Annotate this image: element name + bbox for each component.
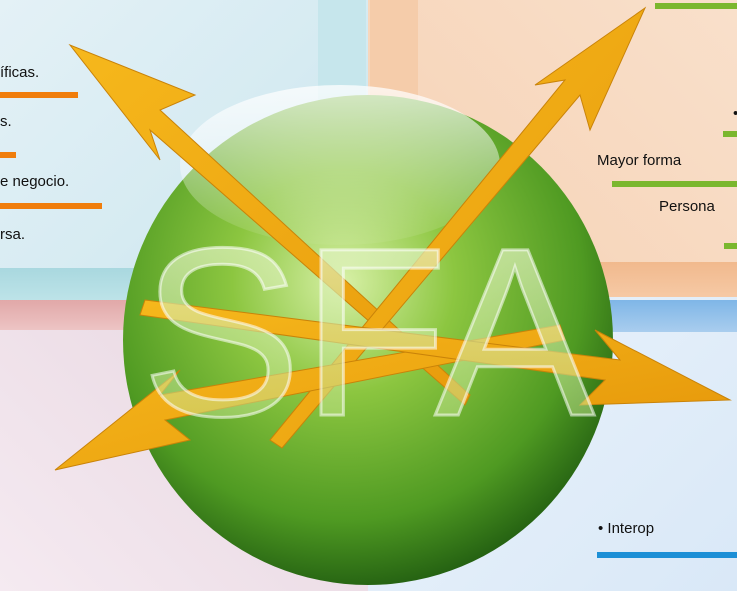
right-bullet: •	[733, 105, 737, 122]
left-text-line-3: e negocio.	[0, 173, 70, 190]
green-rule-1	[723, 131, 737, 137]
bottom-right-text-line-1: • Interop	[598, 520, 655, 537]
right-text-line-1: Mayor forma	[597, 152, 682, 169]
green-rule-top	[655, 3, 737, 9]
orange-rule-3	[0, 203, 102, 209]
blue-rule	[597, 552, 737, 558]
green-rule-2	[612, 181, 737, 187]
sfa-logo-text: SFA	[141, 198, 595, 466]
orange-rule-2	[0, 152, 16, 158]
orange-rule-1	[0, 92, 78, 98]
golden-arrows	[54, 6, 732, 471]
right-text-line-2: Persona	[659, 198, 715, 215]
left-text-line-2: s.	[0, 113, 12, 130]
green-rule-3	[724, 243, 737, 249]
left-text-line-4: rsa.	[0, 226, 26, 243]
left-text-line-1: íficas.	[0, 64, 40, 81]
